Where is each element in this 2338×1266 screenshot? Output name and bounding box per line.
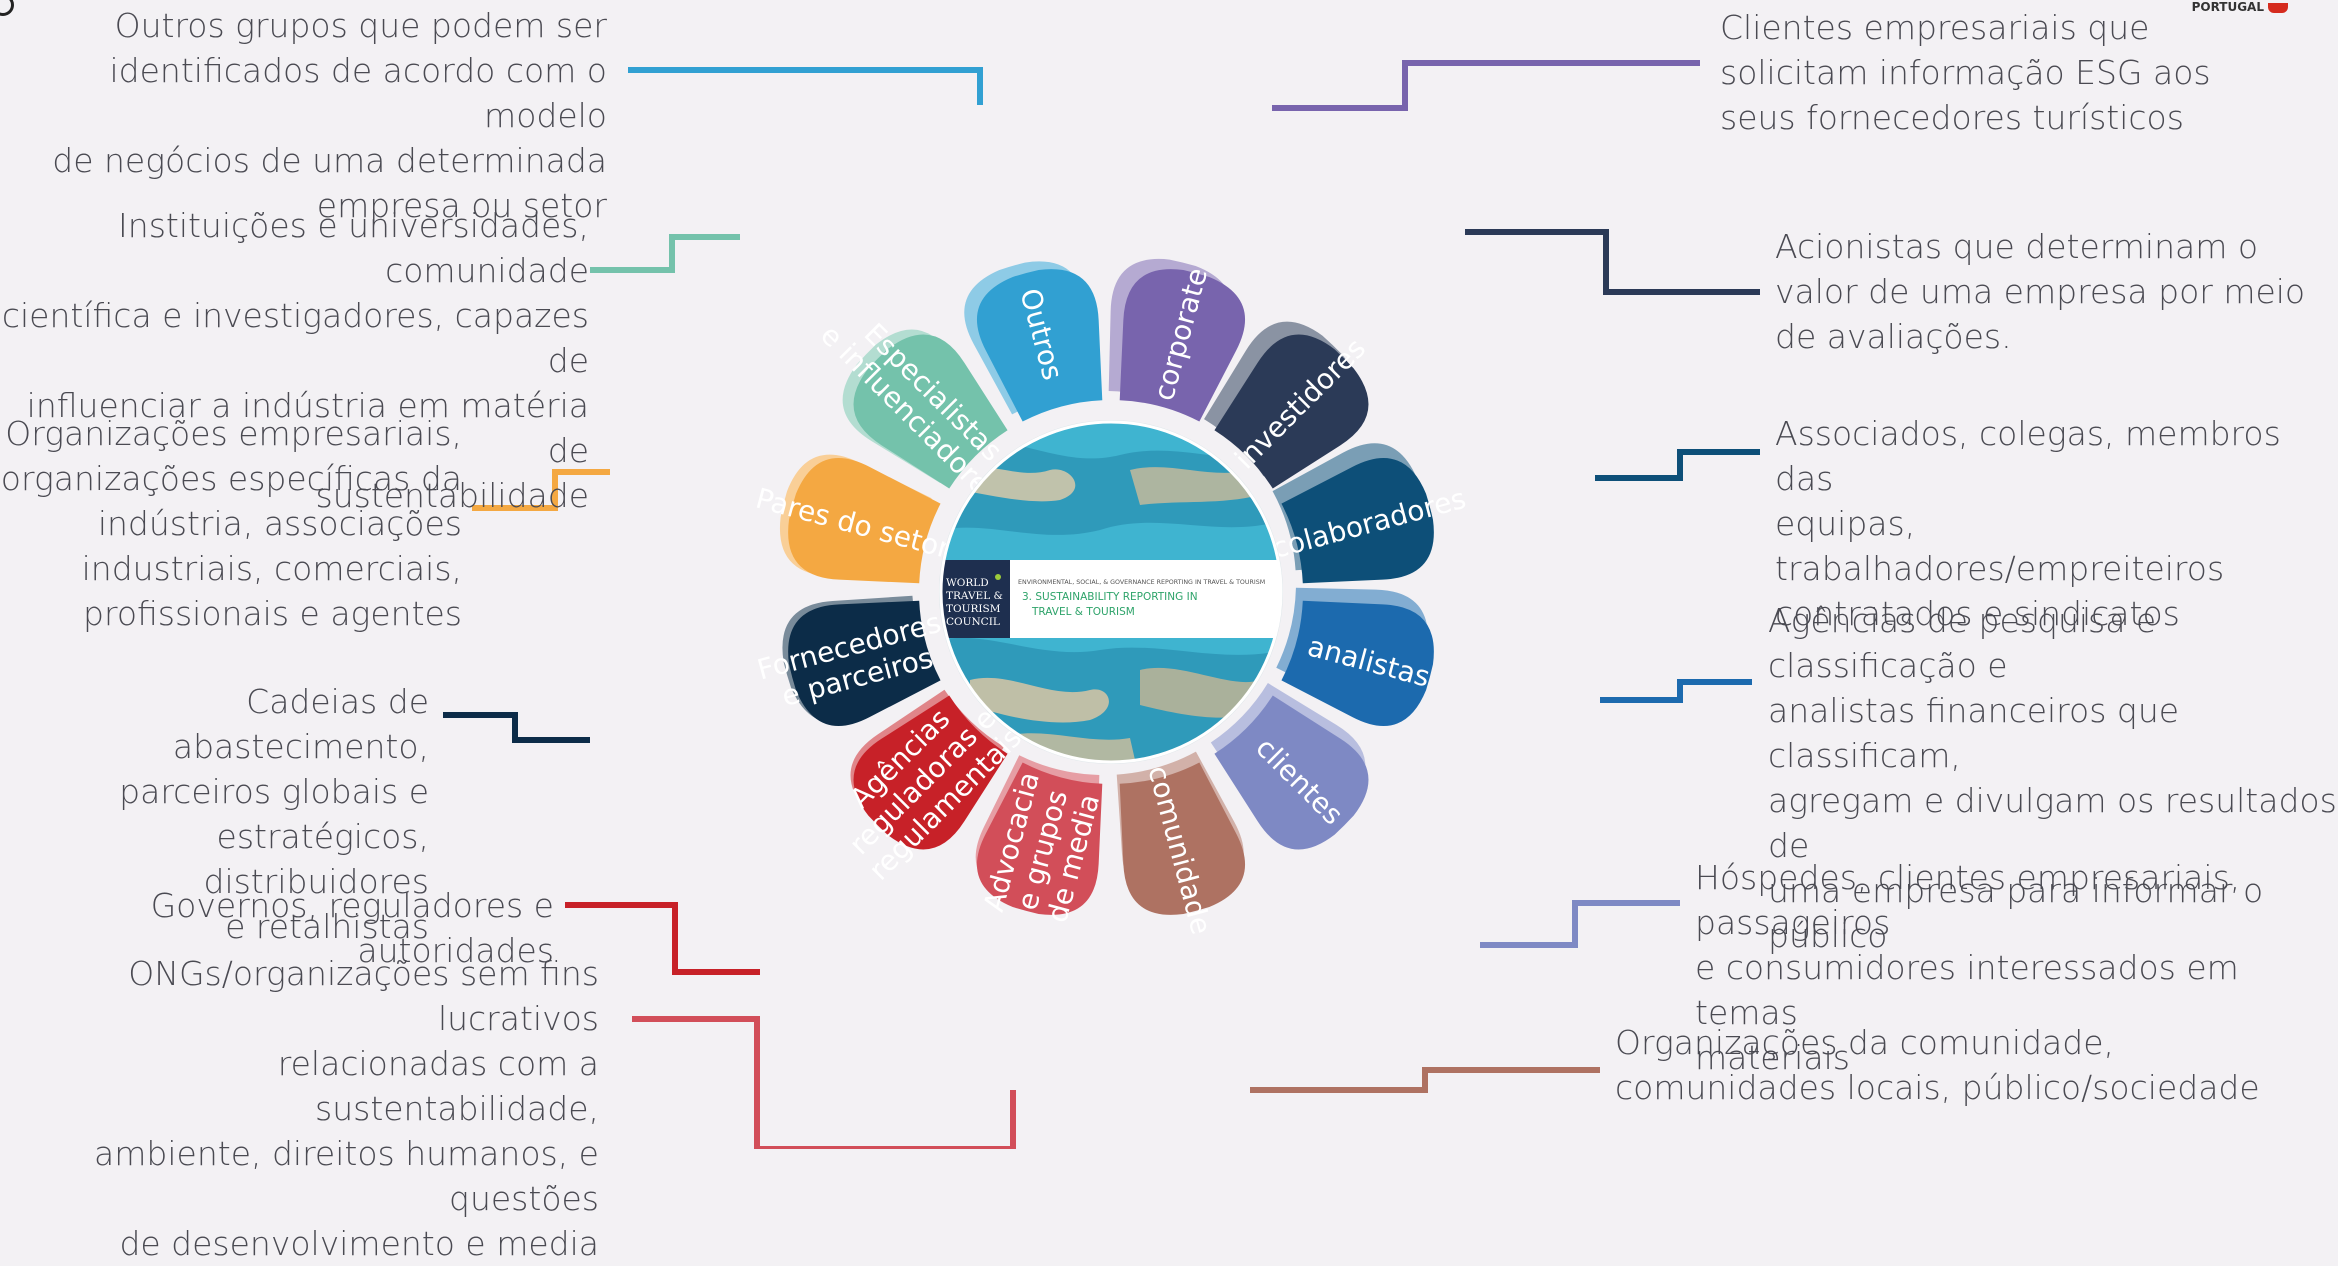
segment-pares <box>788 457 941 584</box>
center-report-title-1: 3. SUSTAINABILITY REPORTING IN <box>1022 591 1198 603</box>
center-report-title-2: TRAVEL & TOURISM <box>1031 606 1135 618</box>
connector-advocacia <box>632 1016 1016 1149</box>
segment-investidores <box>1214 334 1369 489</box>
description-agencias: Governos, reguladores e autoridades <box>150 886 554 970</box>
description-especialistas: Instituições e universidades, comunidade… <box>1 206 589 515</box>
segment-especialistas <box>853 334 1008 489</box>
description-investidores: Acionistas que determinam o valor de uma… <box>1775 227 2306 356</box>
segment-clientes <box>1214 695 1369 850</box>
logo-text: PORTUGAL <box>2191 0 2264 14</box>
connector-pares <box>472 469 610 511</box>
connector-clientes <box>1480 900 1680 948</box>
org-leaf-icon <box>995 574 1001 580</box>
segment-advocacia <box>976 762 1103 915</box>
segment-analistas <box>1281 600 1434 727</box>
center-org-line-2: TRAVEL & <box>946 590 1003 602</box>
description-outros: Outros grupos que podem ser identificado… <box>52 6 607 225</box>
connector-investidores <box>1465 229 1760 295</box>
segment-agencias <box>853 695 1008 850</box>
connector-analistas <box>1600 679 1752 703</box>
center-org-line-3: TOURISM <box>946 603 1001 615</box>
description-colaboradores: Associados, colegas, membros das equipas… <box>1775 414 2281 633</box>
portugal-logo-icon <box>2268 2 2288 13</box>
connector-especialistas <box>590 234 740 273</box>
description-analistas: Agências de pesquisa e classificação e a… <box>1768 601 2337 955</box>
center-report-header: ENVIRONMENTAL, SOCIAL, & GOVERNANCE REPO… <box>1018 579 1265 586</box>
segment-fornecedores <box>788 600 941 727</box>
center-org-line-1: WORLD <box>946 577 989 589</box>
description-comunidade: Organizações da comunidade, comunidades … <box>1615 1023 2260 1107</box>
description-pares: Organizações empresariais, organizações … <box>0 414 462 633</box>
connector-corporate <box>1272 60 1700 111</box>
connector-fornecedores <box>443 712 590 743</box>
segment-colaboradores <box>1281 457 1434 584</box>
visit-portugal-logo: PORTUGAL <box>2192 0 2288 14</box>
center-org-line-4: COUNCIL <box>946 616 1000 628</box>
description-clientes: Hóspedes, clientes empresariais, passage… <box>1695 858 2241 1077</box>
description-advocacia: ONGs/organizações sem fins lucrativos re… <box>94 954 599 1263</box>
connector-agencias <box>565 902 760 975</box>
segment-outros <box>976 269 1103 422</box>
segment-comunidade <box>1119 762 1246 915</box>
connector-comunidade <box>1250 1067 1600 1093</box>
description-corporate: Clientes empresariais que solicitam info… <box>1720 8 2211 137</box>
corner-circle-icon <box>0 0 14 16</box>
description-fornecedores: Cadeias de abastecimento, parceiros glob… <box>119 682 429 946</box>
segment-corporate <box>1119 269 1246 422</box>
connector-lines <box>443 60 1760 1149</box>
connector-colaboradores <box>1595 449 1760 481</box>
center-report-cover: WORLD TRAVEL & TOURISM COUNCIL ENVIRONME… <box>939 420 1283 764</box>
connector-outros <box>628 67 983 105</box>
